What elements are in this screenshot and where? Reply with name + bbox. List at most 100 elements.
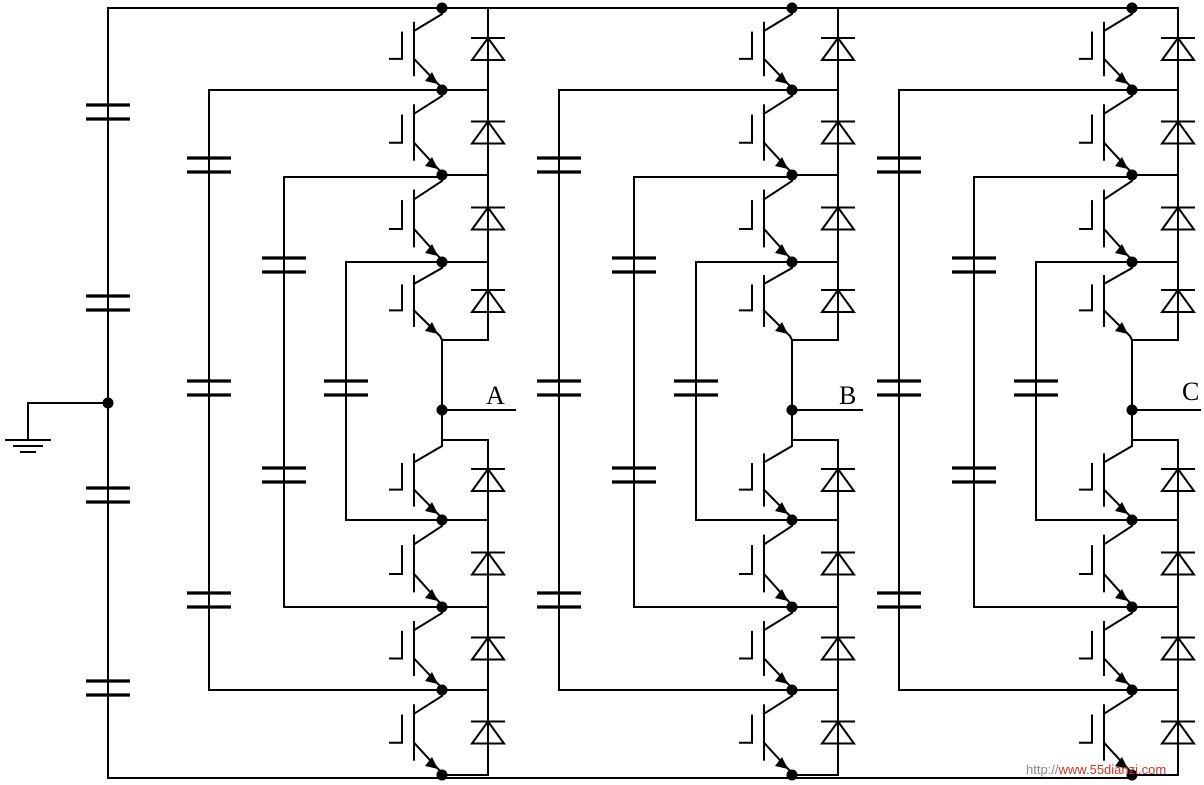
junction-dots [102, 2, 1138, 781]
junction-dot [436, 84, 448, 96]
diode-loop [441, 689, 489, 776]
dc-capacitor [86, 103, 130, 121]
gate-lead [389, 463, 403, 491]
emitter-lead [1102, 572, 1134, 609]
flying-capacitor [952, 256, 996, 274]
gate-lead [389, 545, 403, 575]
gate-lead [1079, 714, 1093, 744]
watermark-site: www.55dianzi.com [1058, 762, 1167, 777]
gate-lead [1079, 31, 1093, 60]
igbt-switch-lower [739, 606, 856, 692]
igbt-switch-upper [739, 7, 856, 92]
diode-triangle [1160, 119, 1196, 145]
flying-capacitor [187, 591, 231, 609]
gate-lead [739, 284, 753, 312]
collector-lead [762, 689, 793, 716]
flying-capacitor-loop [283, 176, 443, 608]
junction-dot [1126, 601, 1138, 613]
emitter-arrow [425, 672, 438, 684]
emitter-lead [412, 227, 444, 264]
emitter-arrow [1115, 157, 1128, 169]
emitter-arrow [1115, 589, 1128, 601]
gate-lead [1079, 545, 1093, 575]
collector-lead [762, 519, 793, 546]
junction-dot [786, 256, 798, 268]
collector-lead [1102, 439, 1133, 464]
igbt-switch-upper [389, 174, 506, 264]
emitter-arrow [775, 322, 788, 334]
flying-capacitor-loop [558, 89, 793, 691]
igbt-switch-lower [739, 439, 856, 522]
diode-loop [441, 261, 489, 341]
emitter-lead [762, 488, 794, 522]
phase-label-b: B [839, 381, 856, 410]
gate-lead [739, 200, 753, 230]
emitter-lead [762, 572, 794, 609]
gate-lead [389, 284, 403, 312]
flying-capacitor [877, 591, 921, 609]
flying-capacitor-loop [633, 176, 793, 608]
junction-dot [786, 514, 798, 526]
emitter-arrow [425, 157, 438, 169]
igbt-switch-lower [1079, 519, 1196, 609]
emitter-arrow [1115, 72, 1128, 84]
gate-lead [389, 114, 403, 144]
emitter-arrow [1115, 244, 1128, 256]
flying-capacitor-loop [345, 261, 443, 521]
diode-triangle [820, 205, 856, 231]
emitter-arrow [775, 72, 788, 84]
collector-lead [412, 174, 443, 201]
emitter-lead [412, 657, 444, 692]
gate-lead [389, 714, 403, 744]
igbt-switch-lower [739, 519, 856, 609]
junction-dot [1126, 684, 1138, 696]
phase-label-a: A [486, 381, 505, 410]
diode-loop [1131, 689, 1179, 776]
diode-loop [791, 261, 839, 341]
diode-triangle [470, 205, 506, 231]
emitter-lead [762, 657, 794, 692]
junction-dot [1126, 404, 1138, 416]
collector-lead [762, 174, 793, 201]
emitter-arrow [1115, 322, 1128, 334]
diode-triangle [820, 288, 856, 313]
emitter-arrow [775, 244, 788, 256]
emitter-arrow [1115, 502, 1128, 514]
diode-triangle [820, 719, 856, 745]
emitter-arrow [775, 589, 788, 601]
junction-dot [102, 397, 114, 409]
gate-lead [739, 545, 753, 575]
emitter-arrow [775, 672, 788, 684]
dc-capacitor [86, 486, 130, 504]
flying-capacitor-loop [898, 89, 1133, 691]
junction-dot [786, 2, 798, 14]
collector-lead [1102, 174, 1133, 201]
gate-lead [1079, 630, 1093, 660]
diode-triangle [1160, 467, 1196, 492]
igbt-switch-upper [739, 89, 856, 177]
igbt-switch-lower [389, 606, 506, 692]
flying-capacitor [537, 591, 581, 609]
flying-capacitor-loop [695, 261, 793, 521]
diode-triangle [470, 635, 506, 661]
flying-capacitor [537, 379, 581, 397]
diode-triangle [470, 36, 506, 61]
emitter-lead [412, 57, 444, 92]
junction-dot [436, 2, 448, 14]
collector-lead [762, 89, 793, 116]
diode-triangle [1160, 550, 1196, 576]
junction-dot [436, 769, 448, 781]
flying-capacitor [612, 466, 656, 484]
emitter-lead [762, 57, 794, 92]
igbt-switch-upper [389, 7, 506, 92]
igbt-switch-upper [739, 261, 856, 342]
emitter-lead [1102, 657, 1134, 692]
collector-lead [412, 89, 443, 116]
gate-lead [1079, 284, 1093, 312]
junction-dot [786, 404, 798, 416]
watermark-prefix: http:// [1026, 762, 1059, 777]
gate-lead [1079, 114, 1093, 144]
igbt-switch-lower [1079, 439, 1196, 522]
flying-capacitor [674, 379, 718, 397]
emitter-lead [762, 308, 794, 342]
